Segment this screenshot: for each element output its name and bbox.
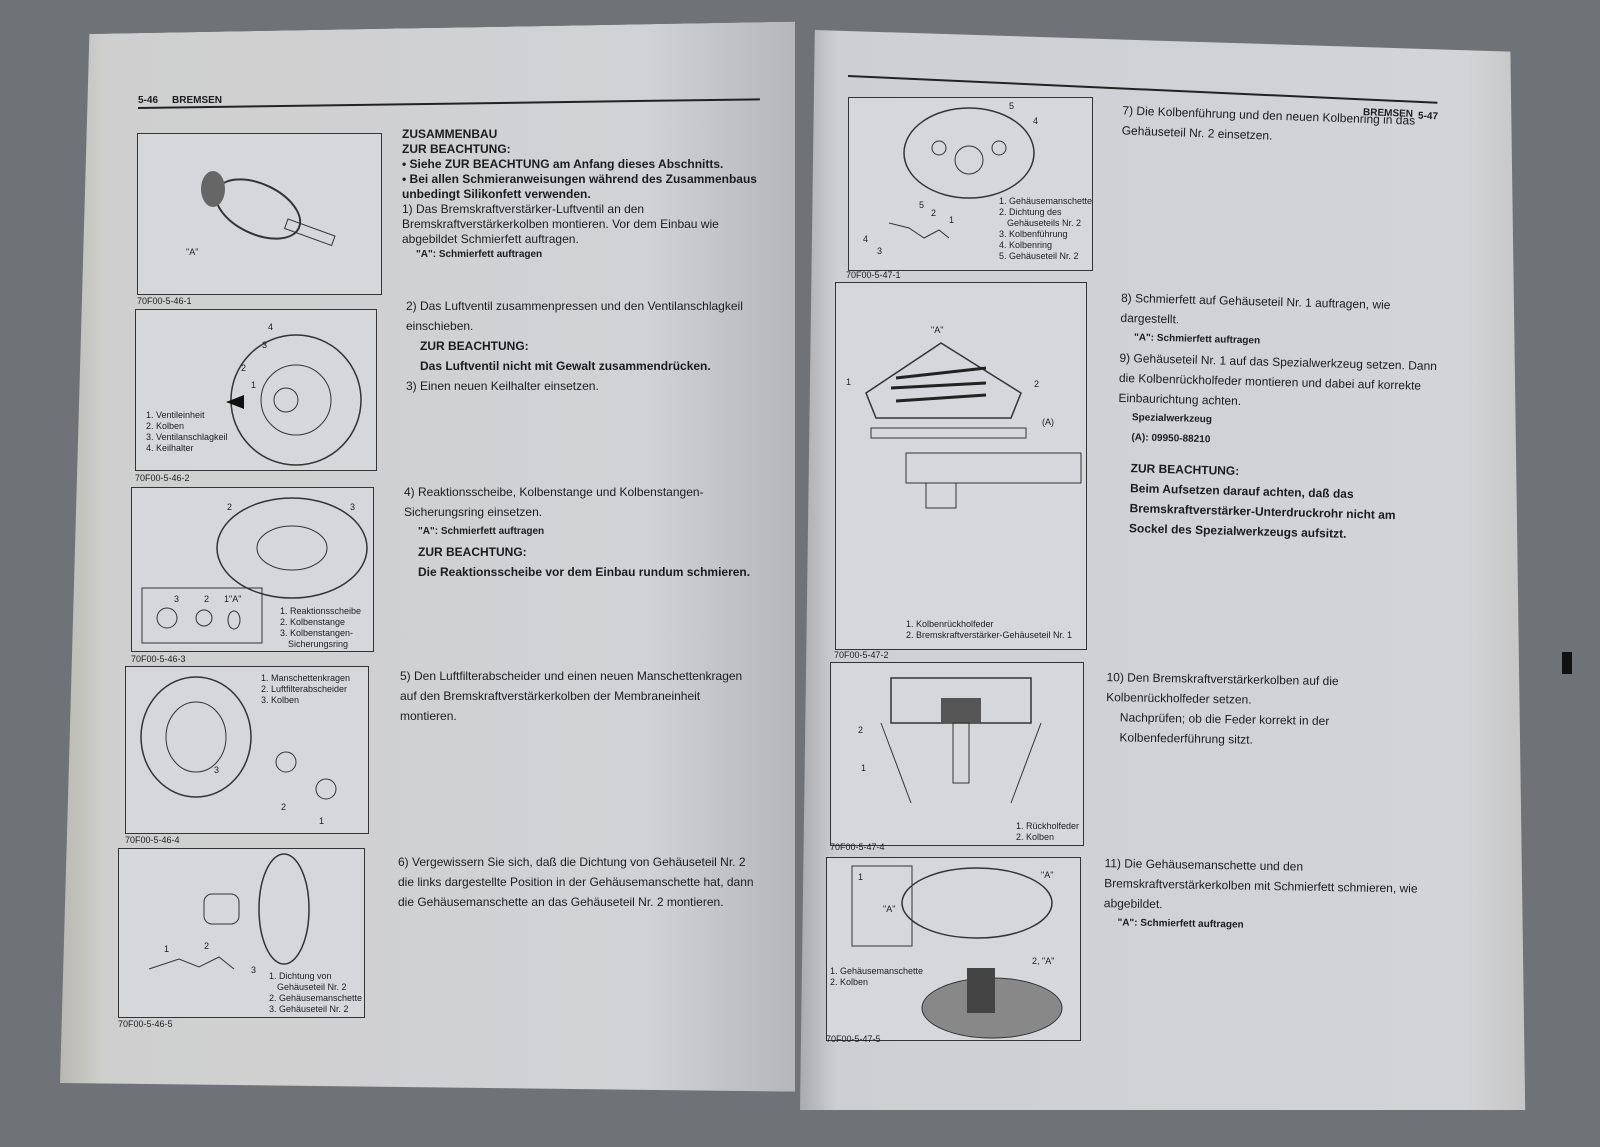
page-number: 5-46 — [138, 95, 159, 106]
step-4: 4) Reaktionsscheibe, Kolbenstange und Ko… — [404, 485, 751, 579]
figure-label: 1 — [319, 816, 325, 826]
figure-label: 1"A" — [224, 594, 242, 604]
page-tab-marker — [1562, 652, 1572, 674]
figure-label: 3 — [174, 594, 180, 604]
figure-caption: 70F00-5-47-5 — [826, 1034, 881, 1044]
figure-label: 2 — [204, 594, 210, 604]
figure-label: "A" — [883, 904, 896, 914]
step-11: 11) Die Gehäusemanschette und den Bremsk… — [1103, 856, 1418, 931]
figure-caption: 70F00-5-47-4 — [830, 842, 885, 852]
figure-label: 5 — [919, 200, 925, 210]
figure-label: 3 — [877, 246, 883, 256]
figure-label: 2 — [1034, 379, 1040, 389]
step-6: 6) Vergewissern Sie sich, daß die Dichtu… — [398, 855, 754, 909]
figure-caption: 70F00-5-47-2 — [834, 650, 889, 660]
figure-label: 2 — [241, 363, 247, 373]
figure-label: 3 — [350, 502, 356, 512]
figure-label: 2 — [931, 208, 937, 218]
figure-label: 1 — [949, 215, 955, 225]
step-5: 5) Den Luftfilterabscheider und einen ne… — [400, 669, 743, 723]
figure-label: (A) — [1042, 417, 1054, 427]
figure-label: 2 — [204, 941, 210, 951]
figure-caption: 70F00-5-46-3 — [131, 654, 186, 664]
figure-label: 4 — [268, 322, 274, 332]
figure-label: 3 — [251, 965, 257, 975]
figure-label: 3 — [214, 765, 220, 775]
figure-label: 2 — [281, 802, 287, 812]
step-10: 10) Den Bremskraftverstärkerkolben auf d… — [1106, 670, 1339, 747]
figure-label: 3 — [262, 340, 268, 350]
figure-label: 1 — [846, 377, 852, 387]
figure-caption: 70F00-5-46-4 — [125, 835, 180, 845]
figure-label: 1 — [861, 763, 867, 773]
figure-caption: 70F00-5-47-1 — [846, 270, 901, 280]
assembly-instructions: ZUSAMMENBAU ZUR BEACHTUNG: • Siehe ZUR B… — [402, 127, 757, 260]
figure-label: 2 — [227, 502, 233, 512]
figure-label: 4 — [863, 234, 869, 244]
figure-label: "A" — [931, 325, 944, 335]
figure-label: 1 — [251, 380, 257, 390]
figure-label: "A" — [186, 247, 199, 257]
figure-label: 2 — [858, 725, 864, 735]
figure-caption: 70F00-5-46-5 — [118, 1019, 173, 1029]
step-8-9: 8) Schmierfett auf Gehäuseteil Nr. 1 auf… — [1118, 290, 1438, 541]
figure-caption: 70F00-5-46-1 — [137, 296, 192, 306]
step-2: 2) Das Luftventil zusammenpressen und de… — [406, 299, 743, 393]
figure-label: 5 — [1009, 101, 1015, 111]
figure-label: 4 — [1033, 116, 1039, 126]
figure-label: 1 — [858, 872, 864, 882]
figure-label: 2, "A" — [1032, 956, 1055, 966]
figure-46-1: "A" — [137, 133, 382, 295]
section-title: BREMSEN — [172, 95, 223, 106]
figure-label: "A" — [1041, 870, 1054, 880]
figure-caption: 70F00-5-46-2 — [135, 473, 190, 483]
figure-label: 1 — [164, 944, 170, 954]
